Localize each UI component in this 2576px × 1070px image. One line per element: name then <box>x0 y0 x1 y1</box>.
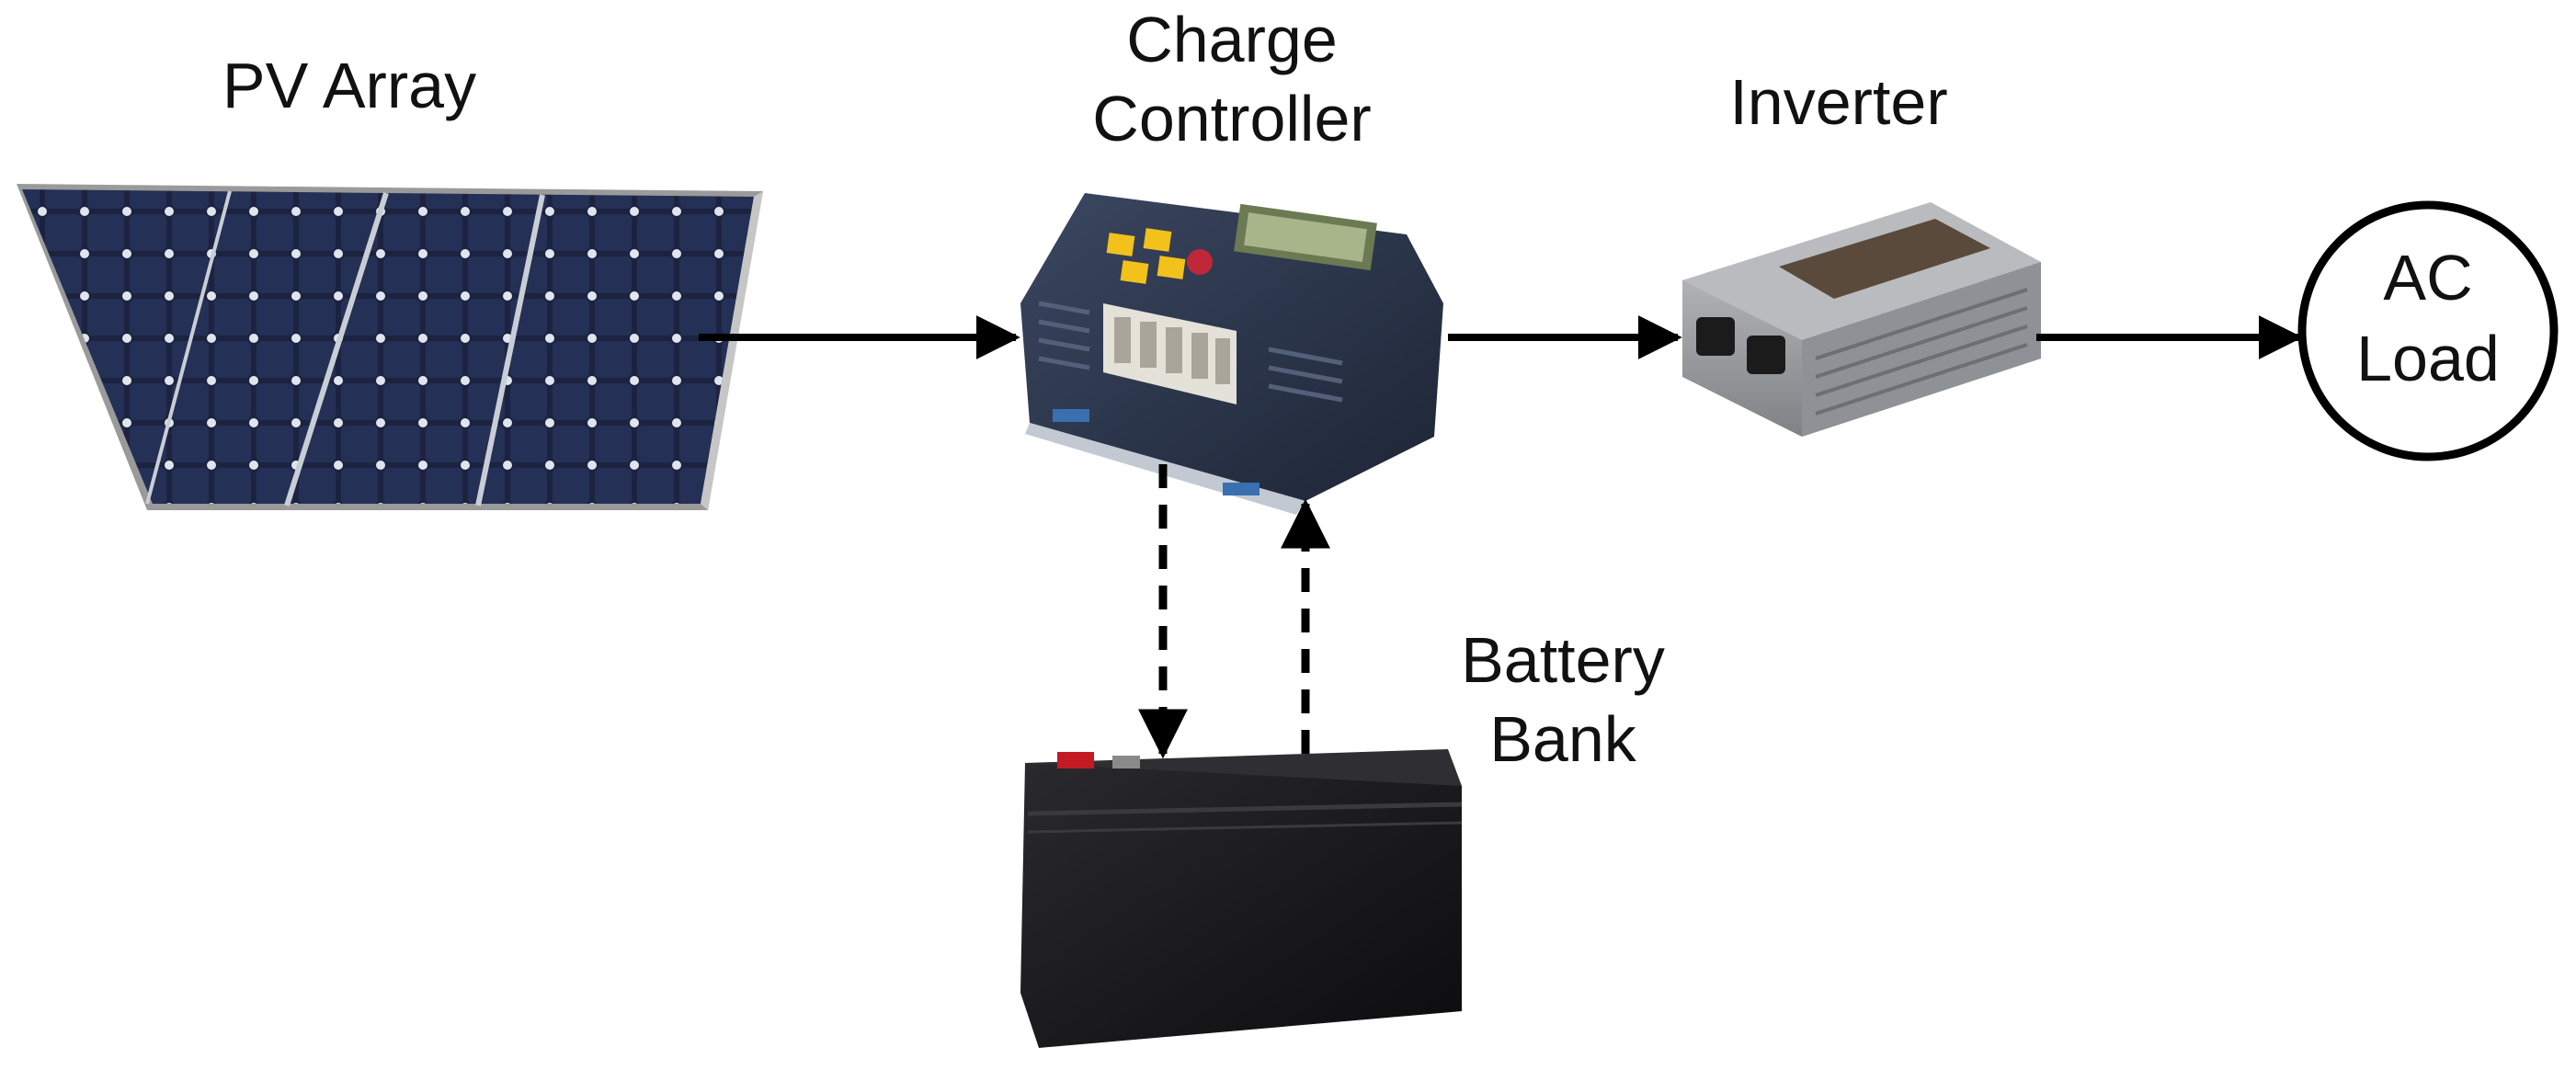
battery-bank-label: Battery Bank <box>1407 620 1719 779</box>
ac-load-label-line1: AC <box>2383 242 2473 313</box>
charge-controller-label-line1: Charge <box>1126 4 1338 75</box>
battery-bank-image <box>1020 749 1463 1048</box>
pv-array-label: PV Array <box>147 46 552 125</box>
pv-array-label-text: PV Array <box>222 50 477 121</box>
ac-load-label-line2: Load <box>2356 323 2500 394</box>
inverter-label: Inverter <box>1673 63 2004 142</box>
inverter-label-text: Inverter <box>1729 66 1948 138</box>
ac-load-label: AC Load <box>2303 237 2553 399</box>
battery-bank-label-line2: Bank <box>1489 703 1636 775</box>
inverter-image <box>1682 202 2041 437</box>
charge-controller-image <box>1020 193 1443 515</box>
charge-controller-label: Charge Controller <box>1020 0 1443 158</box>
charge-controller-label-line2: Controller <box>1092 83 1372 154</box>
pv-array-image <box>17 184 763 510</box>
battery-bank-label-line1: Battery <box>1461 624 1665 696</box>
